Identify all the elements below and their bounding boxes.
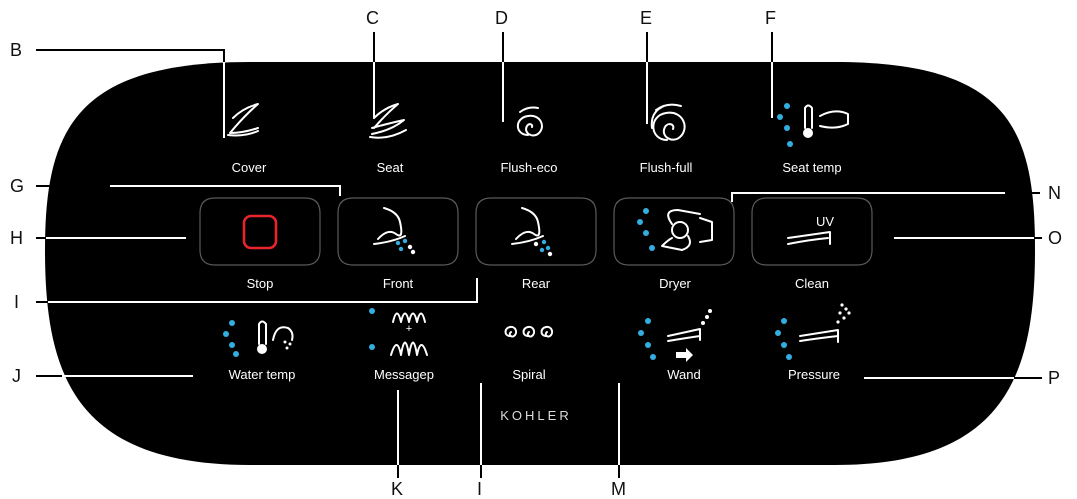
control-panel <box>45 62 1035 465</box>
callout-e: E <box>640 8 652 28</box>
water-temp-icon[interactable] <box>223 320 294 357</box>
svg-text:+: + <box>406 323 412 335</box>
callout-i-left: I <box>14 292 19 312</box>
wand-icon[interactable] <box>638 309 712 362</box>
callout-g: G <box>10 176 24 196</box>
callout-c: C <box>366 8 379 28</box>
brand-logo: KOHLER <box>500 408 571 423</box>
callout-p: P <box>1048 368 1060 388</box>
label-front: Front <box>383 276 414 291</box>
callout-d: D <box>495 8 508 28</box>
clean-button-frame[interactable] <box>751 197 873 266</box>
label-spiral: Spiral <box>512 367 545 382</box>
dryer-button-frame[interactable] <box>613 197 735 266</box>
callout-f: F <box>765 8 776 28</box>
label-rear: Rear <box>522 276 551 291</box>
clean-uv-icon[interactable]: UV <box>787 214 834 245</box>
stop-button-frame[interactable] <box>199 197 321 266</box>
label-pressure: Pressure <box>788 367 840 382</box>
label-dryer: Dryer <box>659 276 691 291</box>
rear-spray-icon[interactable] <box>511 207 553 257</box>
cover-icon[interactable] <box>227 103 259 137</box>
callout-n: N <box>1048 183 1061 203</box>
label-flush-eco: Flush-eco <box>500 160 557 175</box>
dryer-icon[interactable] <box>637 208 713 251</box>
label-seat: Seat <box>377 160 404 175</box>
label-massage: Messagep <box>374 367 434 382</box>
label-water-temp: Water temp <box>229 367 296 382</box>
rear-button-frame[interactable] <box>475 197 597 266</box>
callout-m: M <box>611 479 626 499</box>
front-spray-icon[interactable] <box>373 207 416 255</box>
label-stop: Stop <box>247 276 274 291</box>
seat-icon[interactable] <box>369 103 407 139</box>
label-wand: Wand <box>667 367 700 382</box>
label-seat-temp: Seat temp <box>782 160 841 175</box>
label-cover: Cover <box>232 160 267 175</box>
spiral-icon[interactable] <box>504 325 554 338</box>
callout-o: O <box>1048 228 1062 248</box>
uv-badge: UV <box>816 214 834 229</box>
front-button-frame[interactable] <box>337 197 459 266</box>
pressure-icon[interactable] <box>775 303 851 360</box>
label-clean: Clean <box>795 276 829 291</box>
stop-icon[interactable] <box>242 214 278 250</box>
callout-j: J <box>12 366 21 386</box>
callout-b: B <box>10 40 22 60</box>
massage-icon[interactable]: + <box>369 308 428 356</box>
label-flush-full: Flush-full <box>640 160 693 175</box>
seat-temp-icon[interactable] <box>777 103 849 147</box>
callout-i-bottom: I <box>477 479 482 499</box>
flush-eco-icon[interactable] <box>516 106 543 137</box>
flush-full-icon[interactable] <box>650 103 686 141</box>
callout-k: K <box>391 479 403 499</box>
callout-h: H <box>10 228 23 248</box>
